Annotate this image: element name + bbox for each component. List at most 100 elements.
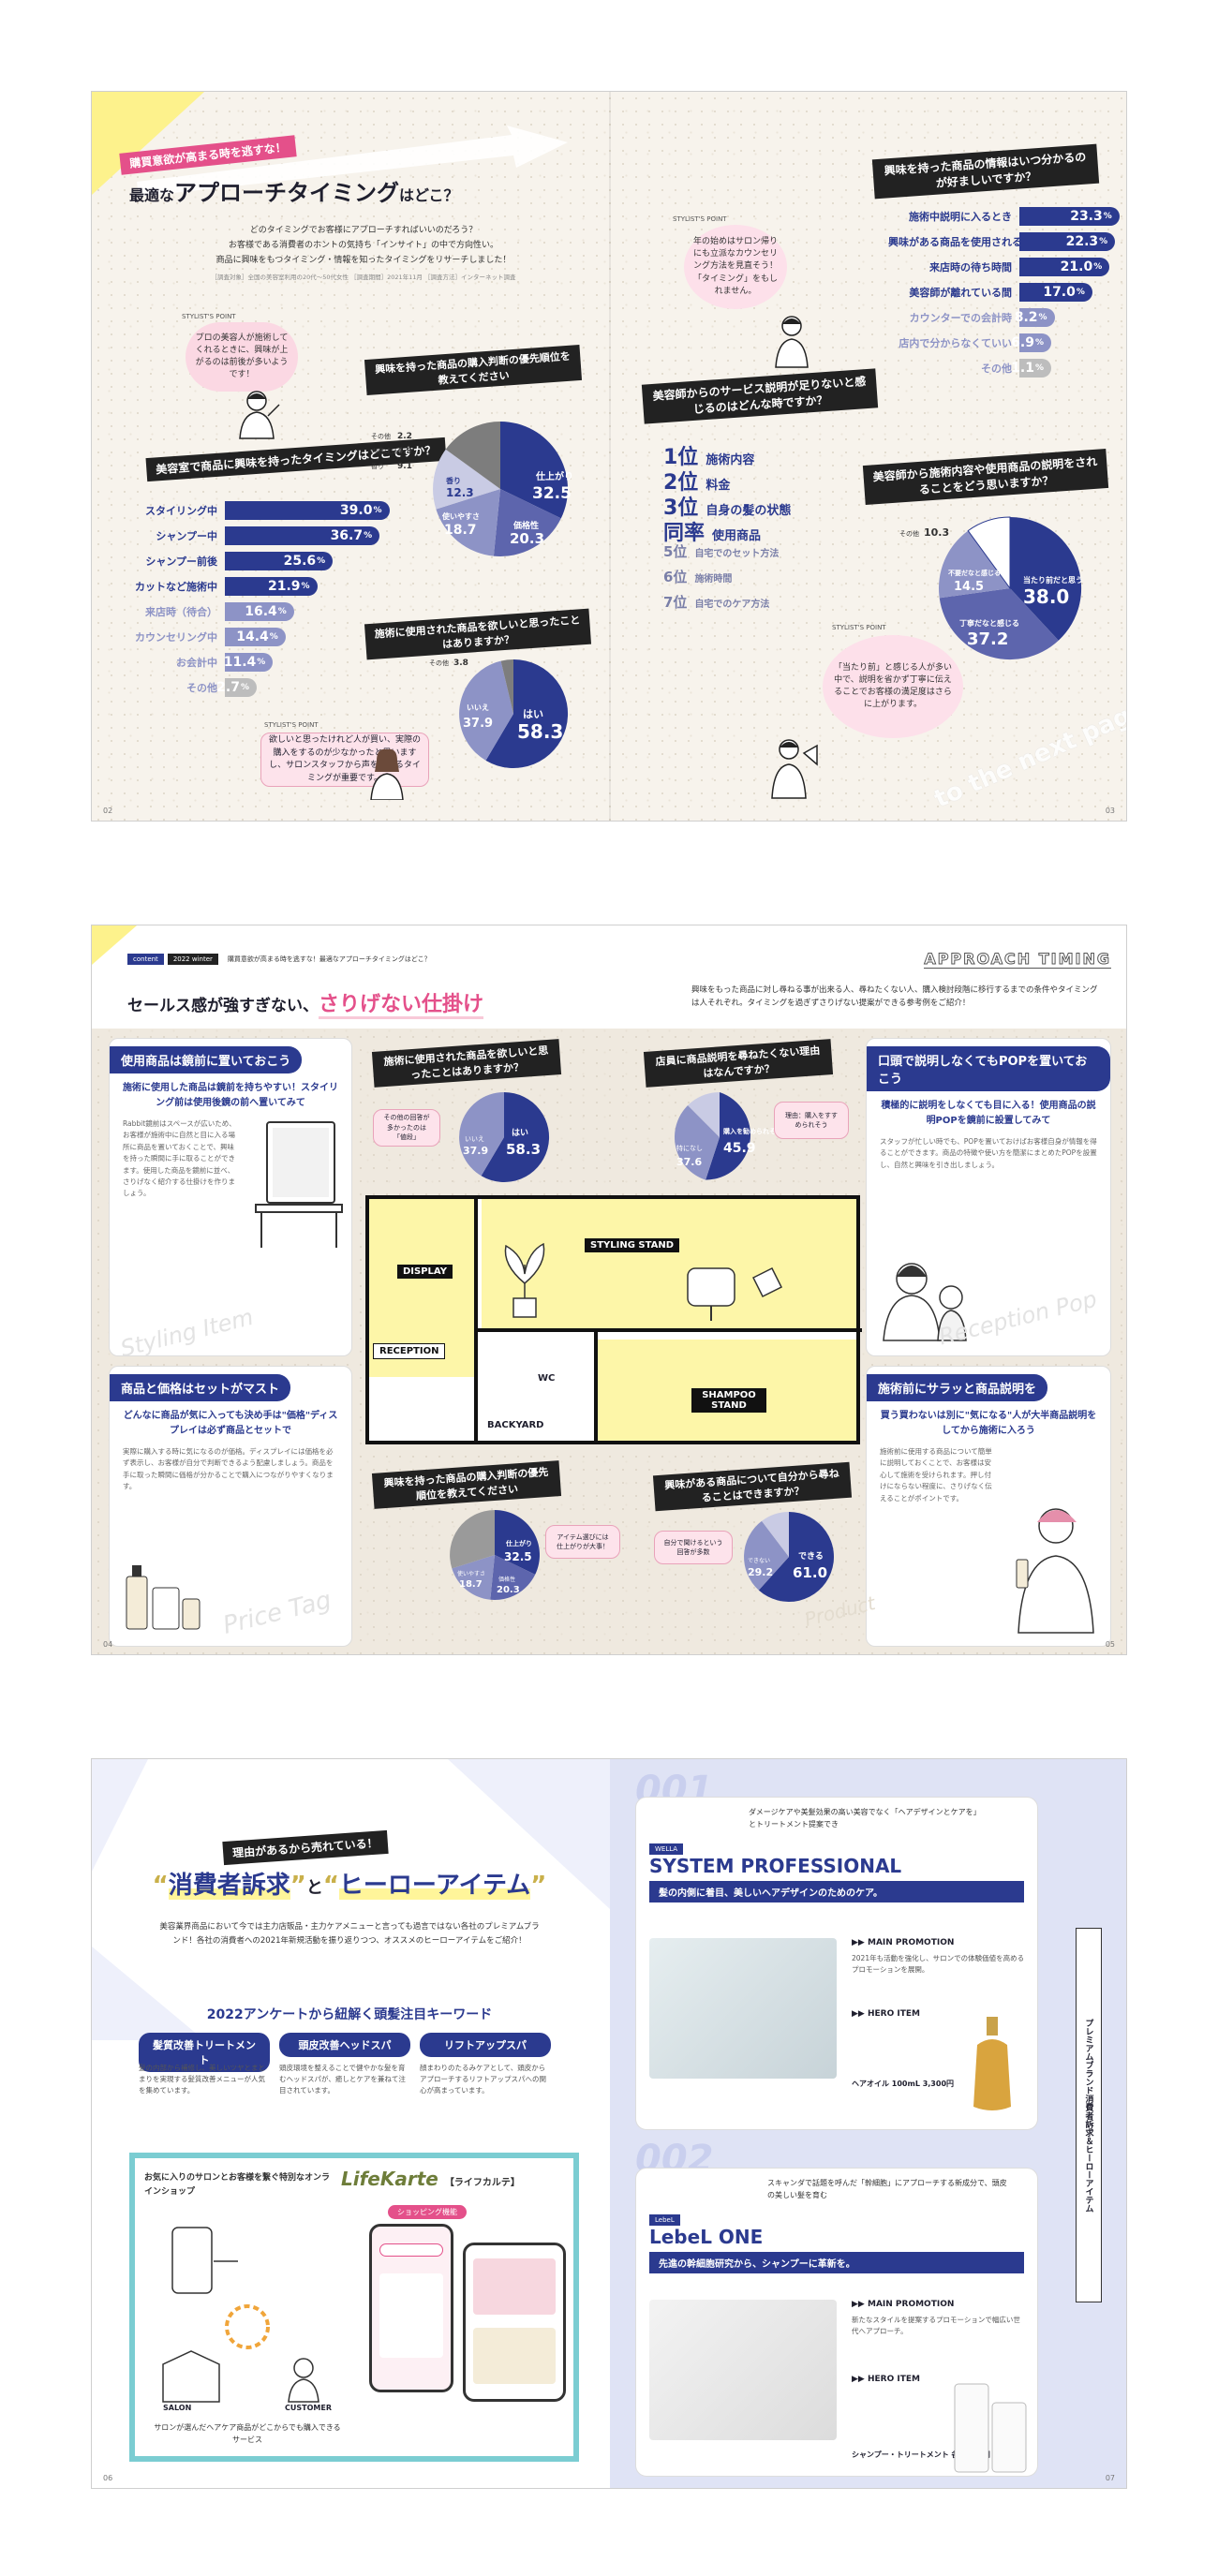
bar: 23.3% [1019, 207, 1120, 226]
brand-sub: 髪の内側に着目、美しいヘアデザインのためのケア。 [649, 1880, 1024, 1902]
arrow-deco [137, 126, 568, 197]
bar: 8.2% [1015, 308, 1055, 327]
bar-value: 6.9 [1011, 335, 1034, 350]
rank-label: 施術内容 [706, 453, 755, 467]
shampoo-bottles-icon [954, 2383, 1027, 2473]
page-number-left: 04 [103, 1640, 113, 1649]
bar-label: 来店時（待合） [145, 606, 217, 618]
bar-label: カウンセリング中 [135, 631, 217, 644]
survey-source: ［調査対象］全国の美容室利用の20代〜50代女性 ［調査期間］2021年11月 … [211, 273, 516, 281]
brand2-hero-label: ▶▶ HERO ITEM [852, 2375, 920, 2384]
stylist-holding-product-icon [1016, 1508, 1094, 1634]
pie-value: 58.3 [517, 720, 563, 743]
rank-item: 3位自身の髪の状態 [663, 491, 791, 521]
title-mid: と [305, 1878, 323, 1898]
brand2-promo-text: 新たなスタイルを提案するプロモーションで幅広い世代へアプローチ。 [852, 2316, 1020, 2335]
pie-label: はい [512, 1128, 528, 1138]
rank-item: 6位施術時間 [663, 567, 732, 586]
deco-script: Price Tag [220, 1586, 334, 1640]
pie-label: できない [748, 1558, 770, 1564]
bar: 2.7% [216, 678, 257, 697]
pie1-chart: はい 58.3 いいえ 37.9 [459, 1092, 550, 1182]
tip-card-explain: 施術前にサラッと商品説明を 買う買わないは別に"気になる"人が大半商品説明をして… [866, 1366, 1111, 1647]
q3-pie-chart: はい 58.3 いいえ 37.9 その他 3.8 [429, 659, 569, 768]
styling-zone [482, 1199, 856, 1330]
corner-deco-yellow [92, 92, 204, 195]
card-heading: 施術前にサラッと商品説明を [867, 1374, 1048, 1401]
pie-value: 37.2 [967, 629, 1008, 649]
brand1-promo-text: 2021年も活動を強化し、サロンでの体験価値を高めるプロモーションを展開。 [852, 1954, 1025, 1974]
bar: 1.1% [1011, 359, 1051, 378]
keyword-pill: リフトアップスパ [420, 2033, 551, 2057]
rank-number: 2位 [663, 471, 699, 495]
card-heading: 使用商品は鏡前に置いておこう [110, 1046, 303, 1073]
phone-mock-2 [463, 2243, 566, 2402]
bar: 39.0% [225, 501, 390, 520]
lead-text: 興味をもった商品に対し尋ねる事が出来る人、尋ねたくない人、購入検討段階に移行する… [691, 985, 1098, 1009]
mirror-table-icon [255, 1121, 343, 1248]
promo-customer-label: CUSTOMER [285, 2404, 332, 2412]
label-shampoo-stand: SHAMPOO STAND [691, 1388, 766, 1413]
bar: 16.4% [225, 602, 294, 621]
brand-name: SYSTEM PROFESSIONAL [649, 1854, 902, 1877]
title-pre: 最適な [129, 186, 175, 204]
promo-tag: ショッピング機能 [388, 2205, 467, 2219]
pie-value: 61.0 [793, 1564, 827, 1581]
label-display: DISPLAY [397, 1265, 453, 1279]
header-band [92, 925, 1126, 1029]
bar: 22.3% [1019, 232, 1116, 251]
pie-label: その他 [371, 432, 391, 440]
bar-label: その他 [186, 682, 217, 694]
pie3-chart: 仕上がり 32.5 価格性 20.3 使いやすさ 18.7 [450, 1510, 540, 1601]
product-bottles-icon [126, 1565, 201, 1630]
pie-label: 購入を勧められそう [722, 1127, 782, 1135]
lifekarte-promo: お気に入りのサロンとお客様を繋ぐ特別なオンラインショップ LifeKarte 【… [129, 2153, 579, 2462]
stylist-illustration-icon [239, 391, 280, 439]
styling-chair-icon [687, 1266, 783, 1321]
promo-label-text: MAIN PROMOTION [867, 2300, 955, 2309]
title-b: ヒーローアイテム [338, 1872, 531, 1900]
page-number-right: 05 [1105, 1640, 1115, 1649]
bar-value: 22.3 [1065, 234, 1099, 249]
rank-number: 7位 [663, 594, 688, 611]
bar-label: お会計中 [176, 657, 217, 669]
pie-value: 38.0 [1023, 585, 1069, 608]
pie-value: 20.3 [510, 530, 544, 547]
stylist-client-icon [883, 1263, 967, 1341]
pie2-note: 理由：購入をすすめられそう [774, 1102, 849, 1139]
content-tag: content [127, 954, 164, 965]
rank-label: 施術時間 [694, 574, 733, 585]
card-lead: 施術に使用した商品は鏡前を持ちやすい！スタイリング前は使用後鏡の前へ置いてみて [123, 1083, 338, 1108]
stylist-point-label: STYLIST'S POINT [832, 624, 886, 631]
promo-salon-label: SALON [163, 2404, 192, 2412]
lead-line: お客様である消費者のホントの気持ち「インサイト」の中で方向性い。 [229, 241, 498, 251]
bar: 25.6% [225, 552, 334, 570]
bar: 21.9% [225, 577, 318, 596]
pie-value: 37.9 [463, 717, 493, 731]
hero-label-text: HERO ITEM [867, 2375, 920, 2384]
pie-slice [500, 659, 513, 714]
brand-maker: WELLA [649, 1843, 684, 1855]
rank-label: 自身の髪の状態 [706, 504, 792, 518]
page-title: セールス感が強すぎない、さりげない仕掛け [127, 987, 484, 1019]
pie-value: 58.3 [506, 1141, 541, 1158]
title-pre: セールス感が強すぎない、 [127, 997, 319, 1015]
promo-logo: LifeKarte 【ライフカルテ】 [341, 2168, 520, 2190]
pie2-chart: 購入を勧められそう 45.9 特になし 37.6 [675, 1092, 782, 1180]
pie-value: 10.3 [924, 526, 949, 539]
label-reception: RECEPTION [373, 1343, 446, 1359]
issue-tag: 2022 winter [167, 954, 218, 965]
pie-value: 4.9 [397, 447, 412, 456]
pie-value: 2.2 [397, 432, 412, 441]
pie-slice [500, 422, 569, 519]
pie-label: いいえ [465, 1135, 484, 1143]
bar-row: 来店時（待合） 16.4% [120, 601, 294, 622]
megaphone-person-icon [771, 739, 818, 799]
pie1-note: その他の回答が多かったのは「値段」 [373, 1109, 440, 1147]
